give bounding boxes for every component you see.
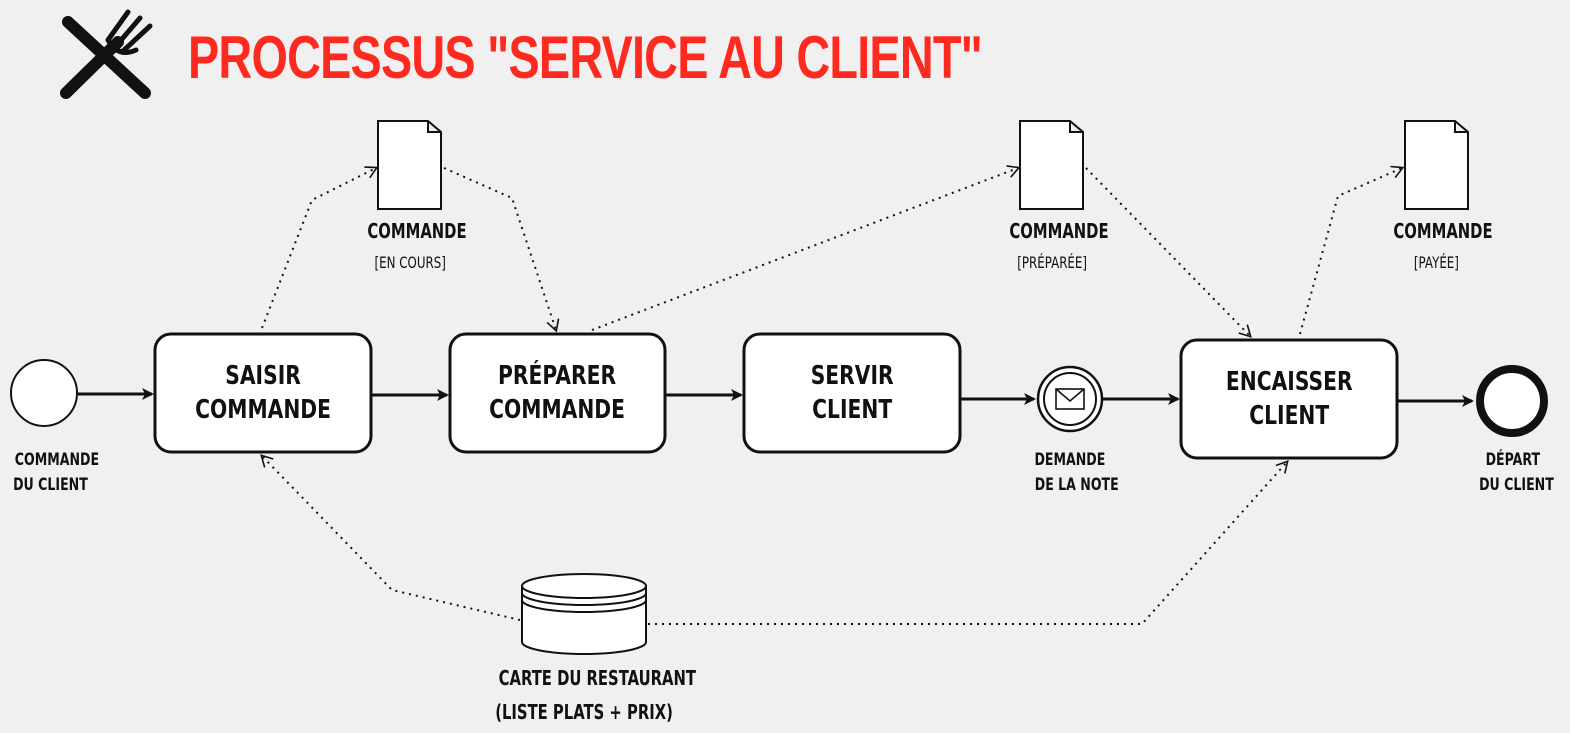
- assoc-store-to-encaisser: [648, 460, 1289, 625]
- page-title: PROCESSUS "SERVICE AU CLIENT": [188, 24, 983, 91]
- envelope-icon: [1055, 388, 1085, 410]
- task-preparer-commande: [448, 332, 667, 454]
- datastore-carte: [521, 573, 647, 655]
- task-saisir-commande: [153, 332, 373, 454]
- assoc-store-to-saisir: [260, 454, 521, 621]
- doc-commande-en-cours: [377, 120, 442, 210]
- task-servir-client: [742, 332, 962, 454]
- task-label-encaisser: ENCAISSER CLIENT: [1225, 367, 1353, 431]
- sequence-flows: [78, 388, 1474, 407]
- task-label-preparer: PRÉPARER COMMANDE: [489, 361, 626, 425]
- end-event: [1476, 365, 1548, 437]
- tasks: [153, 332, 1399, 460]
- task-label-servir: SERVIR CLIENT: [810, 361, 894, 425]
- doc2-label: COMMANDE[PRÉPARÉE]: [1009, 219, 1109, 272]
- cutlery-icon: [60, 9, 153, 99]
- doc1-label: COMMANDE[EN COURS]: [367, 219, 467, 272]
- data-associations: [260, 165, 1405, 625]
- message-event: [1036, 365, 1104, 433]
- doc3-label: COMMANDE[PAYÉE]: [1393, 219, 1493, 272]
- assoc-preparer-to-doc2: [591, 165, 1021, 331]
- task-encaisser-client: [1179, 338, 1399, 460]
- datastore-label: CARTE DU RESTAURANT (LISTE PLATS + PRIX): [495, 666, 696, 724]
- doc-commande-preparee: [1019, 120, 1084, 210]
- doc-commande-payee: [1404, 120, 1469, 210]
- data-objects: [377, 120, 1469, 210]
- task-label-saisir: SAISIR COMMANDE: [195, 361, 331, 425]
- start-event: [10, 359, 78, 427]
- assoc-encaisser-to-doc3: [1299, 165, 1405, 335]
